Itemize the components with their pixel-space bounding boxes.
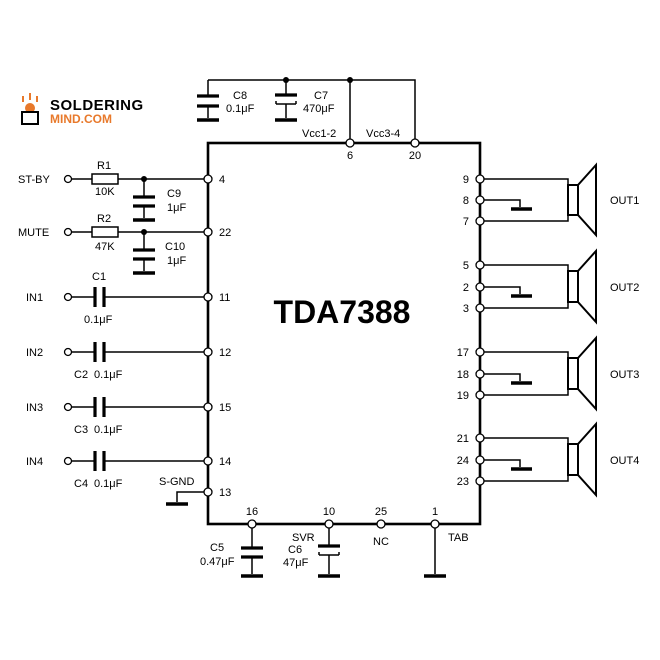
c10-name: C10 (165, 241, 185, 253)
speaker-icon (567, 335, 597, 412)
out3-label: OUT3 (610, 369, 639, 381)
out2-label: OUT2 (610, 282, 639, 294)
out4-label: OUT4 (610, 455, 639, 467)
pin-8: 8 (463, 195, 469, 207)
pin-3: 3 (463, 303, 469, 315)
in4-label: IN4 (26, 456, 43, 468)
tab-label: TAB (448, 532, 469, 544)
in4-network (63, 451, 213, 471)
c5-value: 0.47μF (200, 556, 235, 568)
svr-label: SVR (292, 532, 315, 544)
c6-name: C6 (288, 544, 302, 556)
pin-19: 19 (457, 390, 469, 402)
c5-name: C5 (210, 542, 224, 554)
c7-name: C7 (314, 90, 328, 102)
supply-network (197, 77, 420, 148)
pin-6: 6 (347, 150, 353, 162)
mute-network (63, 226, 213, 275)
speaker-icon (567, 248, 597, 325)
pin-25: 25 (375, 506, 387, 518)
ic-body (206, 141, 482, 526)
pin-1: 1 (432, 506, 438, 518)
pin-7: 7 (463, 216, 469, 228)
c8-value: 0.1μF (226, 103, 255, 115)
chip-name: TDA7388 (274, 294, 411, 330)
in1-network (63, 287, 213, 307)
pin-14: 14 (219, 456, 231, 468)
c2-name: C2 (74, 369, 88, 381)
in2-network (63, 342, 213, 362)
r1-value: 10K (95, 186, 115, 198)
logo-text-line2: MIND.COM (50, 112, 112, 126)
speaker-icon (567, 421, 597, 498)
vcc12-label: Vcc1-2 (302, 128, 336, 140)
r2-name: R2 (97, 213, 111, 225)
pin-20: 20 (409, 150, 421, 162)
c8-name: C8 (233, 90, 247, 102)
c6-value: 47μF (283, 557, 309, 569)
c4-name: C4 (74, 478, 88, 490)
pin-5: 5 (463, 260, 469, 272)
c4-value: 0.1μF (94, 478, 123, 490)
pin-24: 24 (457, 455, 469, 467)
pin-10: 10 (323, 506, 335, 518)
stby-label: ST-BY (18, 174, 50, 186)
mute-label: MUTE (18, 227, 49, 239)
sgnd-network (166, 487, 213, 506)
c10-value: 1μF (167, 255, 186, 267)
nc-label: NC (373, 536, 389, 548)
pin-15: 15 (219, 402, 231, 414)
c3-name: C3 (74, 424, 88, 436)
out1-label: OUT1 (610, 195, 639, 207)
out4-network (475, 421, 597, 498)
logo-text-line1: SOLDERING (50, 97, 144, 114)
sgnd-label: S-GND (159, 476, 195, 488)
c9-name: C9 (167, 188, 181, 200)
soldering-mind-logo: SOLDERING MIND.COM (21, 93, 144, 126)
pin-4: 4 (219, 174, 225, 186)
in3-network (63, 397, 213, 417)
c9-value: 1μF (167, 202, 186, 214)
out2-network (475, 248, 597, 325)
r2-value: 47K (95, 241, 115, 253)
in3-label: IN3 (26, 402, 43, 414)
pin-13: 13 (219, 487, 231, 499)
c2-value: 0.1μF (94, 369, 123, 381)
stby-network (63, 173, 213, 222)
pin-2: 2 (463, 282, 469, 294)
soldering-iron-icon (21, 93, 39, 125)
pin-18: 18 (457, 369, 469, 381)
pin-12: 12 (219, 347, 231, 359)
in1-label: IN1 (26, 292, 43, 304)
speaker-icon (567, 162, 597, 238)
in2-label: IN2 (26, 347, 43, 359)
c1-value: 0.1μF (84, 314, 113, 326)
c1-name: C1 (92, 271, 106, 283)
c7-value: 470μF (303, 103, 335, 115)
c3-value: 0.1μF (94, 424, 123, 436)
pin-21: 21 (457, 433, 469, 445)
bottom-network (241, 519, 446, 578)
pin-22: 22 (219, 227, 231, 239)
pin-17: 17 (457, 347, 469, 359)
out3-network (475, 335, 597, 412)
vcc34-label: Vcc3-4 (366, 128, 400, 140)
pin-23: 23 (457, 476, 469, 488)
out1-network (475, 162, 597, 238)
pin-16: 16 (246, 506, 258, 518)
r1-name: R1 (97, 160, 111, 172)
pin-11: 11 (219, 292, 230, 304)
pin-9: 9 (463, 174, 469, 186)
